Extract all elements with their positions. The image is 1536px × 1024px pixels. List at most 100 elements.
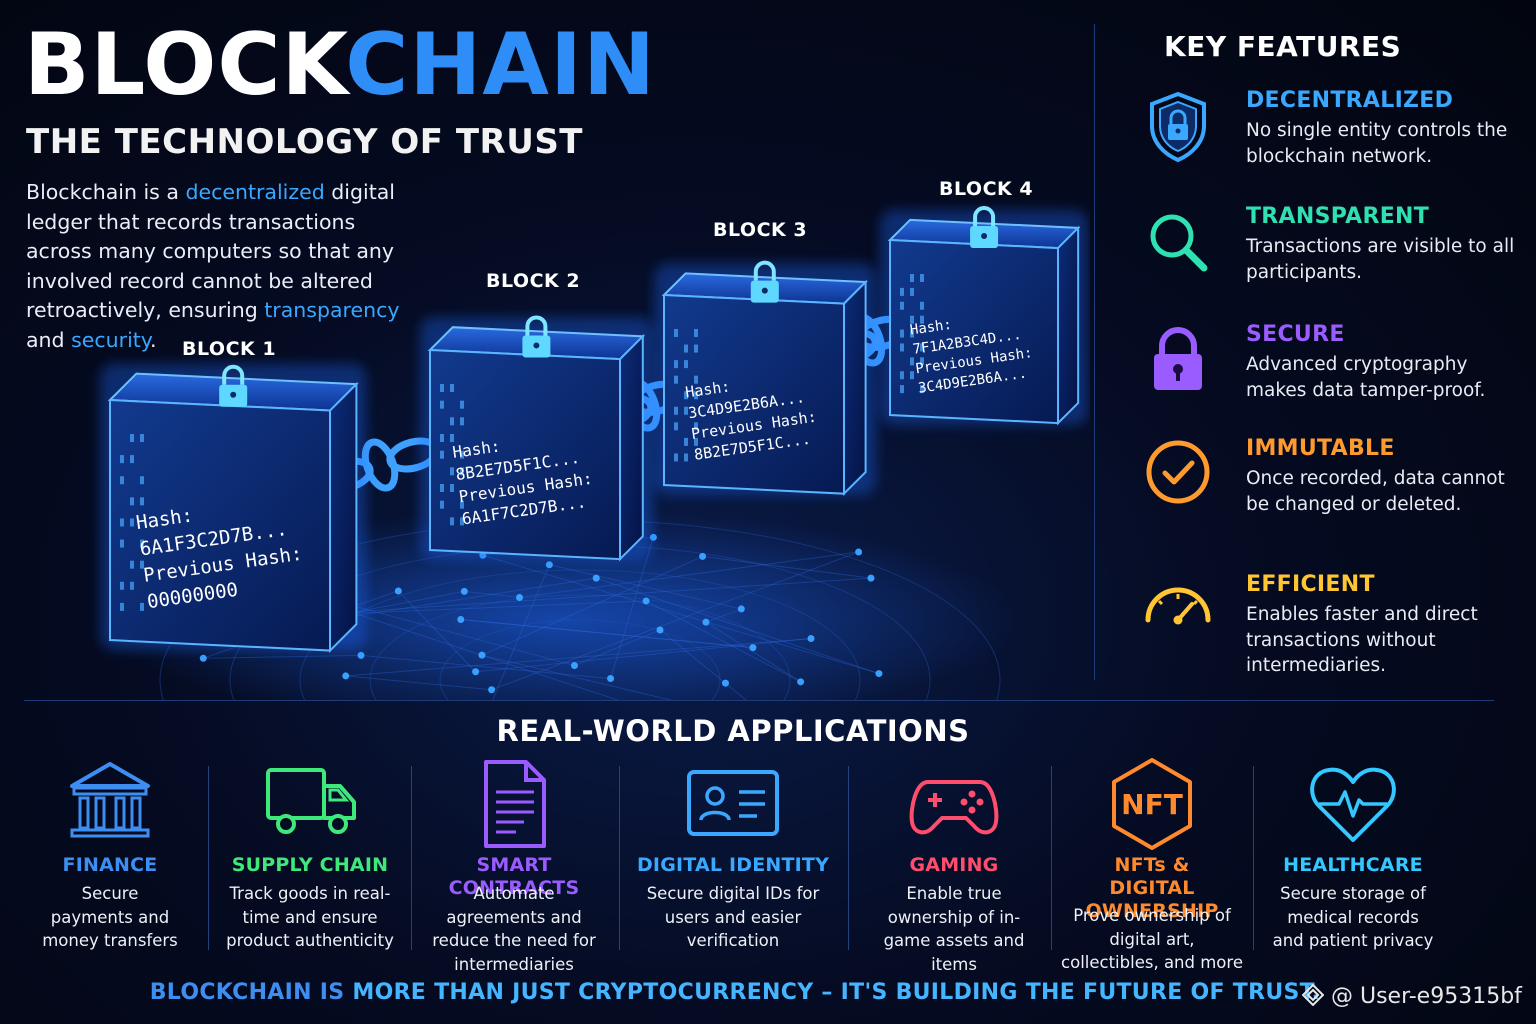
- check-circle-icon: [1146, 440, 1210, 504]
- document-icon: [484, 760, 546, 848]
- binary-digit: [920, 315, 924, 324]
- network-link: [460, 618, 753, 649]
- network-node: [516, 593, 524, 601]
- feature-name: IMMUTABLE: [1246, 436, 1395, 461]
- padlock-shackle: [753, 260, 776, 281]
- id-card-icon: [687, 770, 779, 836]
- bank-icon: [70, 762, 150, 838]
- app-supply-chain: SUPPLY CHAIN Track goods in real-time an…: [214, 756, 406, 976]
- app-name: SMART CONTRACTS: [448, 854, 580, 899]
- binary-digit: [910, 357, 914, 366]
- network-link: [464, 590, 520, 598]
- app-gaming: GAMING Enable true ownership of in-game …: [856, 756, 1052, 976]
- binary-digit: [674, 375, 678, 384]
- feature-name: TRANSPARENT: [1246, 204, 1430, 229]
- nft-icon-text: NFT: [1121, 788, 1183, 821]
- padlock-keyhole: [230, 391, 237, 398]
- footer-tagline: BLOCKCHAIN IS MORE THAN JUST CRYPTOCURRE…: [0, 980, 1470, 1005]
- network-node: [342, 672, 350, 680]
- binary-digit: [450, 417, 454, 426]
- binary-digit: [460, 500, 464, 509]
- network-node: [607, 675, 615, 683]
- title-blue-part: CHAIN: [345, 15, 656, 115]
- cube-side-face: [619, 333, 644, 562]
- app-desc: Secure storage of medical records and pa…: [1272, 884, 1434, 950]
- cube-side-face: [329, 381, 358, 653]
- app-desc: Automate agreements and reduce the need …: [432, 884, 596, 974]
- network-link: [360, 654, 611, 680]
- network-node: [737, 605, 745, 613]
- block-4-cube: Hash:7F1A2B3C4D...Previous Hash:3C4D9E2B…: [880, 205, 1089, 426]
- app-divider: [1253, 766, 1254, 950]
- truck-icon: [266, 768, 356, 834]
- binary-digit: [440, 434, 444, 442]
- binary-digit: [684, 437, 688, 446]
- intro-text: digital ledger that records transactions…: [26, 180, 395, 322]
- binary-digit: [694, 344, 698, 353]
- shield-lock-icon: [1150, 91, 1206, 163]
- network-link: [702, 555, 872, 579]
- network-node: [702, 618, 710, 626]
- heart-pulse-icon: [1310, 767, 1396, 842]
- block-1-cube: Hash:6A1F3C2D7B...Previous Hash:00000000: [100, 363, 367, 653]
- block-2-cube: Hash:8B2E7D5F1C...Previous Hash:6A1F7C2D…: [420, 315, 653, 562]
- app-name: DIGITAL IDENTITY: [636, 854, 830, 876]
- network-node: [460, 587, 468, 595]
- app-healthcare: HEALTHCARE Secure storage of medical rec…: [1260, 756, 1446, 976]
- footer-part-2: MORE THAN JUST CRYPTOCURRENCY – IT'S BUI…: [352, 980, 1321, 1005]
- feature-transparent: TRANSPARENT Transactions are visible to …: [1140, 204, 1530, 314]
- app-divider: [1051, 766, 1052, 950]
- app-name: FINANCE: [62, 854, 158, 876]
- network-link: [460, 618, 753, 649]
- binary-digit: [460, 517, 464, 526]
- app-smart-contracts: SMART CONTRACTS Automate agreements and …: [416, 756, 612, 976]
- binary-digit: [450, 517, 454, 526]
- feature-name: SECURE: [1246, 322, 1345, 347]
- applications-title: REAL-WORLD APPLICATIONS: [496, 714, 970, 748]
- feature-desc: Transactions are visible to all particip…: [1246, 236, 1515, 283]
- app-name: HEALTHCARE: [1283, 854, 1423, 876]
- nft-hexagon-icon: NFT: [1112, 758, 1192, 850]
- network-node: [749, 644, 757, 652]
- network-link: [345, 638, 812, 677]
- blockchain-illustration: Hash:6A1F3C2D7B...Previous Hash:00000000…: [0, 160, 1090, 841]
- key-features-title: KEY FEATURES: [1164, 30, 1402, 63]
- network-node: [721, 679, 729, 687]
- feature-decentralized: DECENTRALIZED No single entity controls …: [1140, 88, 1530, 198]
- binary-digit: [694, 391, 698, 400]
- network-node: [855, 548, 863, 556]
- network-node: [472, 668, 480, 676]
- binary-digit: [450, 484, 454, 492]
- binary-digit: [910, 287, 914, 296]
- padlock-keyhole: [533, 342, 540, 349]
- padlock-shackle: [973, 205, 996, 226]
- binary-digit: [674, 360, 678, 369]
- binary-digit: [130, 560, 134, 569]
- app-name: NFTs & DIGITAL OWNERSHIP: [1085, 854, 1219, 922]
- binary-digit: [450, 384, 454, 392]
- padlock-shackle: [525, 315, 548, 336]
- network-node: [394, 587, 402, 595]
- intro-text: .: [150, 327, 157, 352]
- binary-digit: [920, 274, 924, 282]
- binary-digit: [920, 385, 924, 394]
- binary-digit: [140, 602, 144, 611]
- binary-digit: [910, 371, 914, 380]
- binary-digit: [910, 274, 914, 282]
- binary-digit: [900, 385, 904, 394]
- binary-digit: [684, 391, 688, 400]
- feature-desc: Once recorded, data cannot be changed or…: [1246, 468, 1505, 515]
- padlock-shackle: [222, 364, 245, 385]
- binary-digit: [684, 344, 688, 353]
- footer-part-1: BLOCKCHAIN IS: [149, 980, 353, 1005]
- network-node: [807, 635, 815, 643]
- app-desc: Enable true ownership of in-game assets …: [883, 884, 1025, 974]
- diamond-logo-icon: [1302, 984, 1324, 1006]
- feature-immutable: IMMUTABLE Once recorded, data cannot be …: [1140, 436, 1530, 546]
- network-node: [642, 597, 650, 605]
- intro-highlight: security: [71, 327, 151, 352]
- binary-digit: [120, 455, 124, 464]
- binary-digit: [694, 375, 698, 384]
- network-node: [570, 662, 578, 670]
